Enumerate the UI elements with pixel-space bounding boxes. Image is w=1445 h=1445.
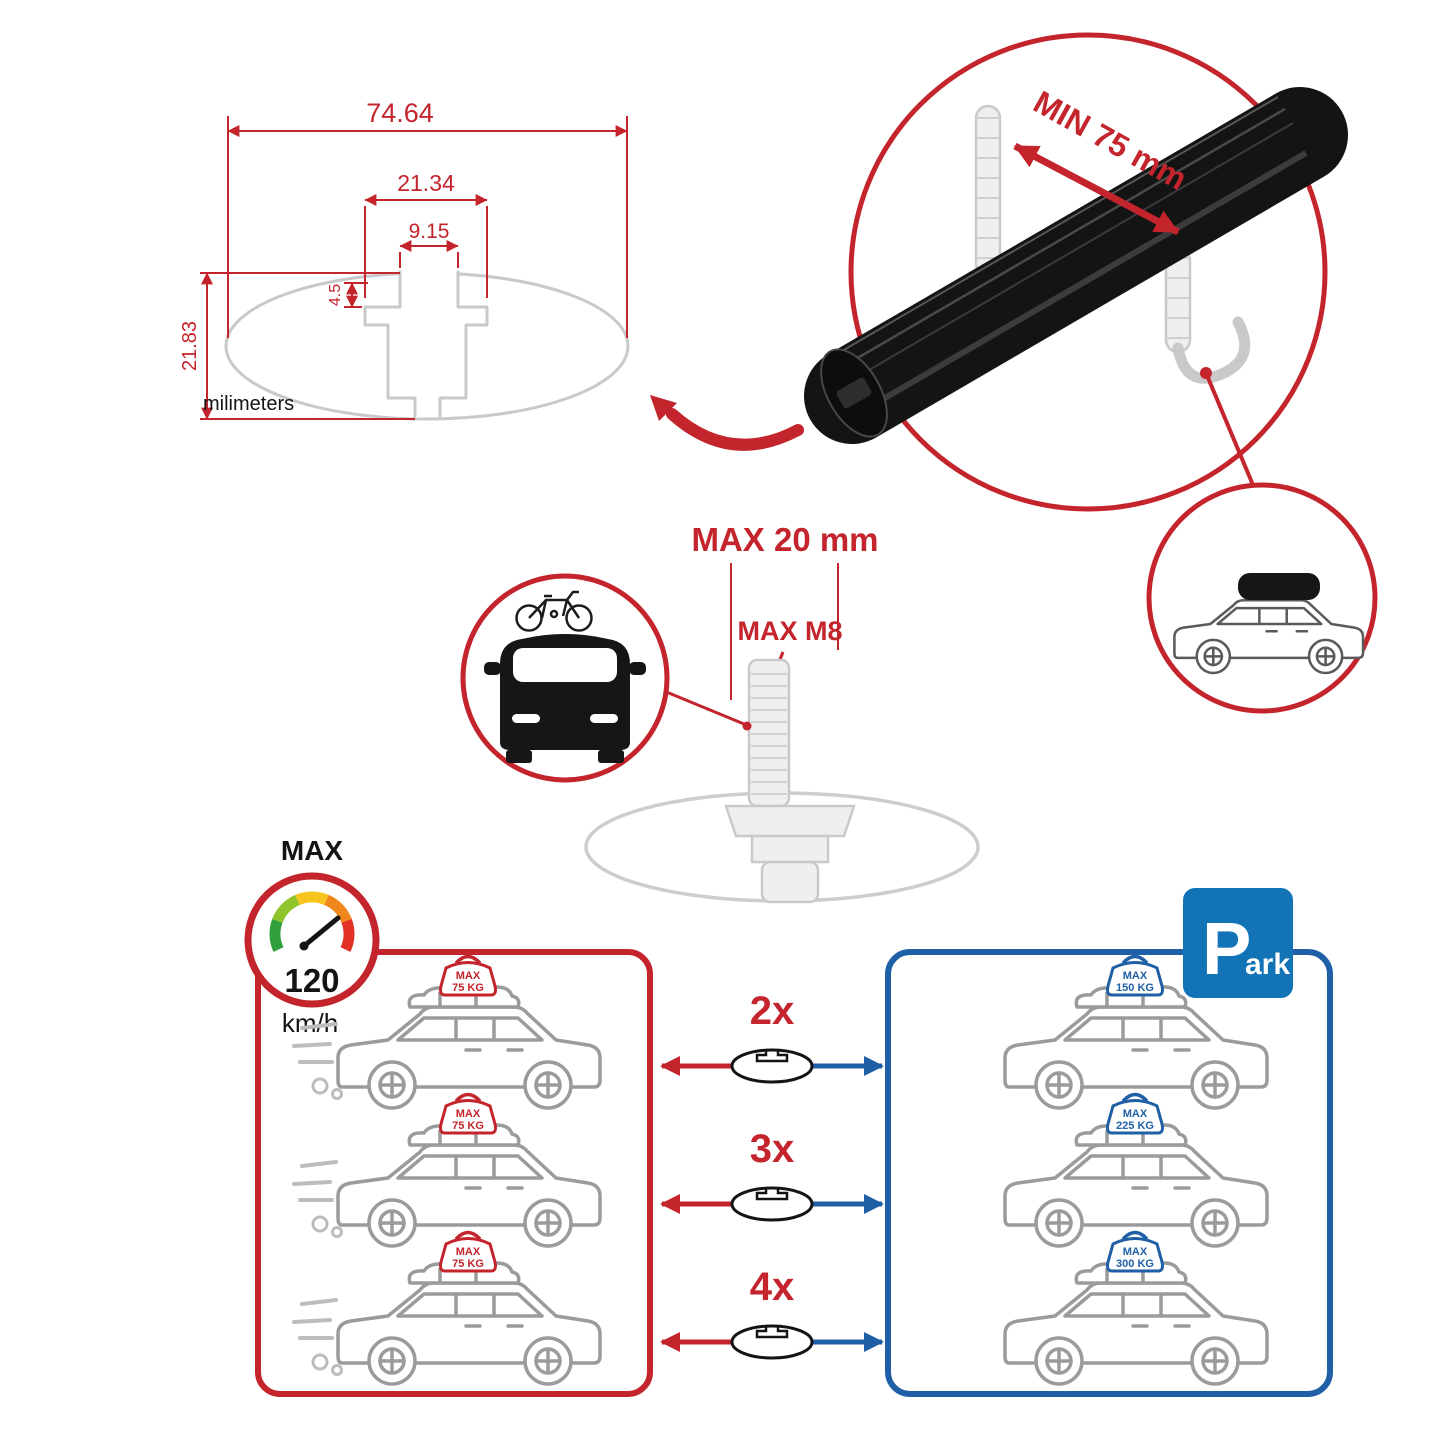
dim-lip-height: 4.5 bbox=[327, 284, 344, 306]
multiplier-column: 2x 3x 4x bbox=[660, 989, 884, 1360]
speed-value: 120 bbox=[284, 962, 339, 999]
gauge-needle bbox=[301, 915, 341, 949]
crossbar-section-icon bbox=[730, 1324, 814, 1360]
car-bike-circle bbox=[460, 573, 752, 783]
dim-total-height: 21.83 bbox=[179, 321, 201, 371]
weight-tag-icon: MAX 150 KG bbox=[1106, 954, 1164, 997]
crossbar-end-section bbox=[820, 348, 888, 438]
driving-cars: MAX 75 KG MAX 75 KG MAX 75 KG bbox=[292, 954, 602, 1386]
dimension-drawing: 74.64 21.34 9.15 4.5 21.83 milimeters bbox=[179, 98, 630, 421]
weight-tag-icon: MAX 225 KG bbox=[1106, 1092, 1164, 1135]
crossbar-zoom: MIN 75 mm bbox=[804, 32, 1348, 512]
svg-text:MAX: MAX bbox=[1123, 1246, 1148, 1258]
svg-text:MAX: MAX bbox=[456, 970, 481, 982]
svg-text:MAX: MAX bbox=[1123, 1108, 1148, 1120]
weight-tag-icon: MAX 300 KG bbox=[1106, 1230, 1164, 1273]
park-sign-letter: P bbox=[1202, 907, 1251, 990]
car-driving-2: MAX 75 KG bbox=[292, 1092, 602, 1248]
svg-text:150 KG: 150 KG bbox=[1116, 982, 1154, 994]
weight-tag-icon: MAX 75 KG bbox=[439, 1230, 497, 1273]
svg-text:300 KG: 300 KG bbox=[1116, 1258, 1154, 1270]
suv-roofbox-circle bbox=[1146, 482, 1378, 714]
speed-title: MAX bbox=[281, 835, 344, 866]
gauge-arc bbox=[269, 891, 355, 952]
crossbar-3d bbox=[804, 87, 1348, 444]
bar-profile-channel bbox=[363, 270, 489, 418]
parked-cars: MAX 150 KG MAX 225 KG MAX 300 KG bbox=[1003, 954, 1269, 1386]
car-front-icon bbox=[484, 634, 646, 763]
pointer-arrow-to-drawing bbox=[650, 395, 804, 451]
u-bolt-icon bbox=[974, 104, 1251, 384]
svg-text:225 KG: 225 KG bbox=[1116, 1120, 1154, 1132]
roof-box-icon bbox=[1238, 573, 1320, 600]
car-driving-3: MAX 75 KG bbox=[292, 1230, 602, 1386]
svg-text:75 KG: 75 KG bbox=[452, 982, 484, 994]
crossbar-section-icon bbox=[730, 1186, 814, 1222]
car-parked-1: MAX 150 KG bbox=[1003, 954, 1269, 1110]
weight-tag-icon: MAX 75 KG bbox=[439, 954, 497, 997]
bolt-max-thread-label: MAX M8 bbox=[737, 616, 842, 646]
svg-text:MAX: MAX bbox=[456, 1246, 481, 1258]
multiplier-label-2x: 2x bbox=[750, 989, 795, 1033]
min-span-label: MIN 75 mm bbox=[1028, 84, 1193, 197]
park-sign-suffix: ark bbox=[1245, 948, 1290, 981]
dim-channel-inner: 9.15 bbox=[409, 220, 450, 243]
car-driving-1: MAX 75 KG bbox=[292, 954, 602, 1110]
car-parked-3: MAX 300 KG bbox=[1003, 1230, 1269, 1386]
zoom-circle bbox=[848, 32, 1328, 512]
svg-text:MAX: MAX bbox=[456, 1108, 481, 1120]
svg-text:75 KG: 75 KG bbox=[452, 1120, 484, 1132]
multiplier-label-3x: 3x bbox=[750, 1127, 795, 1171]
bolt-icon bbox=[724, 658, 856, 904]
units-label: milimeters bbox=[203, 393, 294, 415]
connector-line bbox=[1204, 372, 1260, 498]
speedometer: MAX 120 km/h bbox=[244, 835, 380, 1038]
bolt-max-length-label: MAX 20 mm bbox=[691, 521, 878, 558]
weight-tag-icon: MAX 75 KG bbox=[439, 1092, 497, 1135]
car-parked-2: MAX 225 KG bbox=[1003, 1092, 1269, 1248]
svg-text:75 KG: 75 KG bbox=[452, 1258, 484, 1270]
svg-text:MAX: MAX bbox=[1123, 970, 1148, 982]
bolt-diagram: MAX 20 mm MAX M8 bbox=[584, 521, 980, 904]
bicycle-icon bbox=[515, 590, 593, 632]
park-sign: P ark bbox=[1183, 888, 1293, 998]
dim-total-width: 74.64 bbox=[366, 98, 434, 128]
crossbar-section-icon bbox=[730, 1048, 814, 1084]
dim-channel-outer: 21.34 bbox=[397, 170, 455, 196]
multiplier-label-4x: 4x bbox=[750, 1265, 795, 1309]
